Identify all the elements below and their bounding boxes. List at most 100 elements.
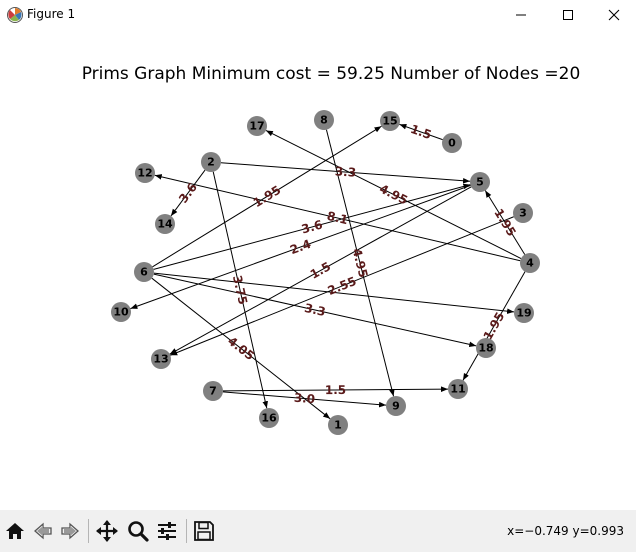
edge-weight-label: 3.3 bbox=[303, 301, 327, 319]
node-label: 16 bbox=[261, 412, 277, 425]
node-label: 19 bbox=[516, 307, 531, 320]
pan-button[interactable] bbox=[94, 518, 120, 544]
graph-node-9: 9 bbox=[386, 396, 406, 416]
configure-subplots-icon bbox=[158, 522, 176, 540]
graph-node-16: 16 bbox=[259, 408, 279, 428]
maximize-button[interactable] bbox=[545, 0, 591, 30]
graph-node-3: 3 bbox=[513, 203, 533, 223]
edge-weight-label: 1.95 bbox=[251, 183, 284, 210]
edge-weight-label: 3.0 bbox=[293, 391, 315, 407]
node-label: 8 bbox=[320, 114, 328, 127]
node-label: 10 bbox=[113, 306, 129, 319]
close-button[interactable] bbox=[591, 0, 636, 30]
graph-edge-4-11 bbox=[462, 271, 526, 381]
node-circle bbox=[328, 415, 348, 435]
minimize-button[interactable] bbox=[498, 0, 544, 30]
zoom-icon bbox=[128, 521, 149, 542]
node-circle bbox=[247, 116, 267, 136]
edge-weight-label: 3.3 bbox=[334, 164, 356, 180]
graph-edge-2-5 bbox=[220, 162, 471, 184]
node-label: 5 bbox=[476, 176, 484, 189]
edge-weight-label: 1.5 bbox=[409, 122, 434, 142]
graph-edge-0-15 bbox=[399, 123, 443, 141]
node-label: 15 bbox=[382, 115, 397, 128]
node-label: 3 bbox=[519, 207, 527, 220]
back-arrow-icon bbox=[34, 522, 52, 540]
graph-node-2: 2 bbox=[201, 152, 221, 172]
edge-weight-label: 3.6 bbox=[300, 217, 324, 236]
node-label: 7 bbox=[209, 385, 217, 398]
edge-weight-label: 4.95 bbox=[377, 182, 410, 208]
node-circle bbox=[259, 408, 279, 428]
graph-node-13: 13 bbox=[151, 349, 171, 369]
edge-weight-label: 8.1 bbox=[326, 209, 350, 227]
graph-node-7: 7 bbox=[203, 381, 223, 401]
graph-edge-8-9 bbox=[325, 129, 395, 397]
edge-weight-label: 1.5 bbox=[308, 259, 333, 282]
configure-subplots-button[interactable] bbox=[154, 518, 180, 544]
graph-edge-6-1 bbox=[151, 277, 331, 420]
graph-node-8: 8 bbox=[314, 110, 334, 130]
graph-edge-5-10 bbox=[130, 184, 471, 310]
graph-edge-labels: 1.53.63.33.754.951.958.11.951.952.41.52.… bbox=[176, 122, 519, 406]
back-button[interactable] bbox=[30, 518, 56, 544]
navigation-toolbar: x=−0.749 y=0.993 bbox=[0, 510, 636, 552]
node-label: 1 bbox=[334, 419, 342, 432]
zoom-button[interactable] bbox=[125, 518, 151, 544]
graph-node-0: 0 bbox=[442, 133, 462, 153]
node-label: 17 bbox=[249, 120, 264, 133]
graph-node-18: 18 bbox=[476, 338, 496, 358]
graph-edge-6-18 bbox=[153, 273, 477, 348]
node-circle bbox=[201, 152, 221, 172]
graph-node-6: 6 bbox=[134, 262, 154, 282]
figure-title: Prims Graph Minimum cost = 59.25 Number … bbox=[82, 64, 581, 84]
edge-weight-label: 3.75 bbox=[230, 274, 250, 306]
pan-icon bbox=[96, 520, 118, 542]
node-circle bbox=[134, 262, 154, 282]
window-titlebar: Figure 1 bbox=[0, 0, 636, 30]
node-circle bbox=[476, 338, 496, 358]
node-label: 18 bbox=[478, 342, 493, 355]
home-button[interactable] bbox=[2, 518, 28, 544]
window-title: Figure 1 bbox=[27, 7, 76, 21]
figure-canvas[interactable]: Prims Graph Minimum cost = 59.25 Number … bbox=[0, 30, 636, 510]
graph-node-17: 17 bbox=[247, 116, 267, 136]
cursor-coordinates: x=−0.749 y=0.993 bbox=[507, 524, 624, 538]
forward-button[interactable] bbox=[57, 518, 83, 544]
edge-weight-label: 4.05 bbox=[225, 334, 257, 363]
close-icon bbox=[608, 9, 620, 21]
graph-edge-2-14 bbox=[170, 169, 206, 217]
toolbar-separator bbox=[186, 519, 187, 543]
node-label: 4 bbox=[526, 257, 534, 270]
graph-edge-6-5 bbox=[153, 183, 471, 270]
graph-node-11: 11 bbox=[448, 379, 468, 399]
node-label: 9 bbox=[392, 400, 400, 413]
graph-node-10: 10 bbox=[111, 302, 131, 322]
node-circle bbox=[513, 203, 533, 223]
graph-node-4: 4 bbox=[520, 253, 540, 273]
node-circle bbox=[470, 172, 490, 192]
edge-weight-label: 1.5 bbox=[325, 383, 346, 397]
node-label: 12 bbox=[137, 167, 152, 180]
graph-edge-4-12 bbox=[154, 174, 521, 262]
graph-edge-5-13 bbox=[169, 186, 472, 355]
node-circle bbox=[151, 349, 171, 369]
node-circle bbox=[520, 253, 540, 273]
node-circle bbox=[135, 163, 155, 183]
save-icon bbox=[194, 521, 214, 541]
node-label: 11 bbox=[450, 383, 465, 396]
node-circle bbox=[111, 302, 131, 322]
node-label: 0 bbox=[448, 137, 456, 150]
toolbar-separator bbox=[88, 519, 89, 543]
matplotlib-app-icon bbox=[7, 7, 23, 23]
node-circle bbox=[314, 110, 334, 130]
edge-weight-label: 1.95 bbox=[481, 310, 508, 343]
save-button[interactable] bbox=[191, 518, 217, 544]
graph-edges bbox=[130, 123, 526, 420]
node-circle bbox=[155, 214, 175, 234]
node-circle bbox=[448, 379, 468, 399]
node-label: 14 bbox=[157, 218, 173, 231]
graph-node-19: 19 bbox=[514, 303, 534, 323]
graph-node-15: 15 bbox=[380, 111, 400, 131]
